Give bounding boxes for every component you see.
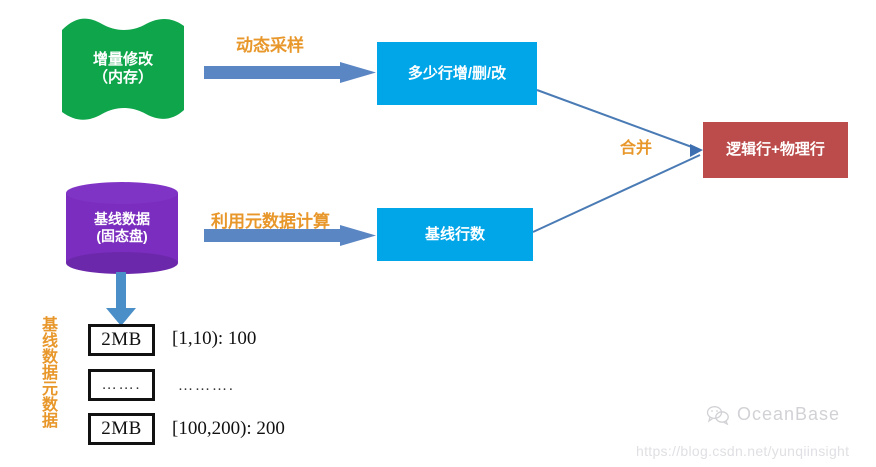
cylinder-body bbox=[66, 193, 178, 263]
oceanbase-watermark: OceanBase bbox=[706, 404, 840, 425]
cylinder-top-ellipse bbox=[66, 182, 178, 204]
baseline-data-line2: (固态盘) bbox=[96, 228, 148, 244]
final-result-box: 逻辑行+物理行 bbox=[703, 122, 848, 178]
incremental-modification-line2: （内存） bbox=[92, 69, 153, 86]
merge-label: 合并 bbox=[620, 140, 653, 157]
oceanbase-watermark-text: OceanBase bbox=[737, 404, 841, 424]
metadata-box: ……. bbox=[88, 369, 155, 401]
metadata-box: 2MB bbox=[88, 324, 155, 356]
rows-changed-box: 多少行增/删/改 bbox=[377, 42, 537, 105]
baseline-metadata-group-label: 基线数据元数据 bbox=[39, 316, 56, 428]
dynamic-sampling-arrow bbox=[204, 62, 376, 83]
metadata-calc-label: 利用元数据计算 bbox=[211, 212, 330, 231]
baseline-data-cylinder bbox=[66, 182, 178, 274]
rows-changed-label: 多少行增/删/改 bbox=[407, 64, 507, 82]
baseline-rows-label: 基线行数 bbox=[424, 225, 485, 243]
metadata-calc-arrow bbox=[204, 225, 376, 246]
baseline-data-label: 基线数据 (固态盘) bbox=[66, 198, 178, 258]
metadata-range-label: [1,10): 100 bbox=[172, 328, 257, 349]
url-watermark: https://blog.csdn.net/yunqiinsight bbox=[636, 443, 850, 459]
cylinder-bottom-ellipse bbox=[66, 252, 178, 274]
incremental-modification-label: 增量修改 （内存） bbox=[62, 34, 184, 104]
baseline-rows-box: 基线行数 bbox=[377, 208, 533, 261]
dynamic-sampling-label: 动态采样 bbox=[236, 36, 304, 55]
wechat-icon bbox=[706, 405, 729, 425]
baseline-metadata-arrow bbox=[106, 272, 136, 326]
incremental-modification-line1: 增量修改 bbox=[92, 51, 153, 69]
final-result-label: 逻辑行+物理行 bbox=[726, 141, 825, 159]
baseline-data-line1: 基线数据 bbox=[94, 211, 150, 228]
metadata-range-label: ………. bbox=[178, 378, 235, 394]
incremental-modification-shape bbox=[62, 18, 184, 120]
metadata-box: 2MB bbox=[88, 413, 155, 445]
metadata-range-label: [100,200): 200 bbox=[172, 418, 285, 439]
